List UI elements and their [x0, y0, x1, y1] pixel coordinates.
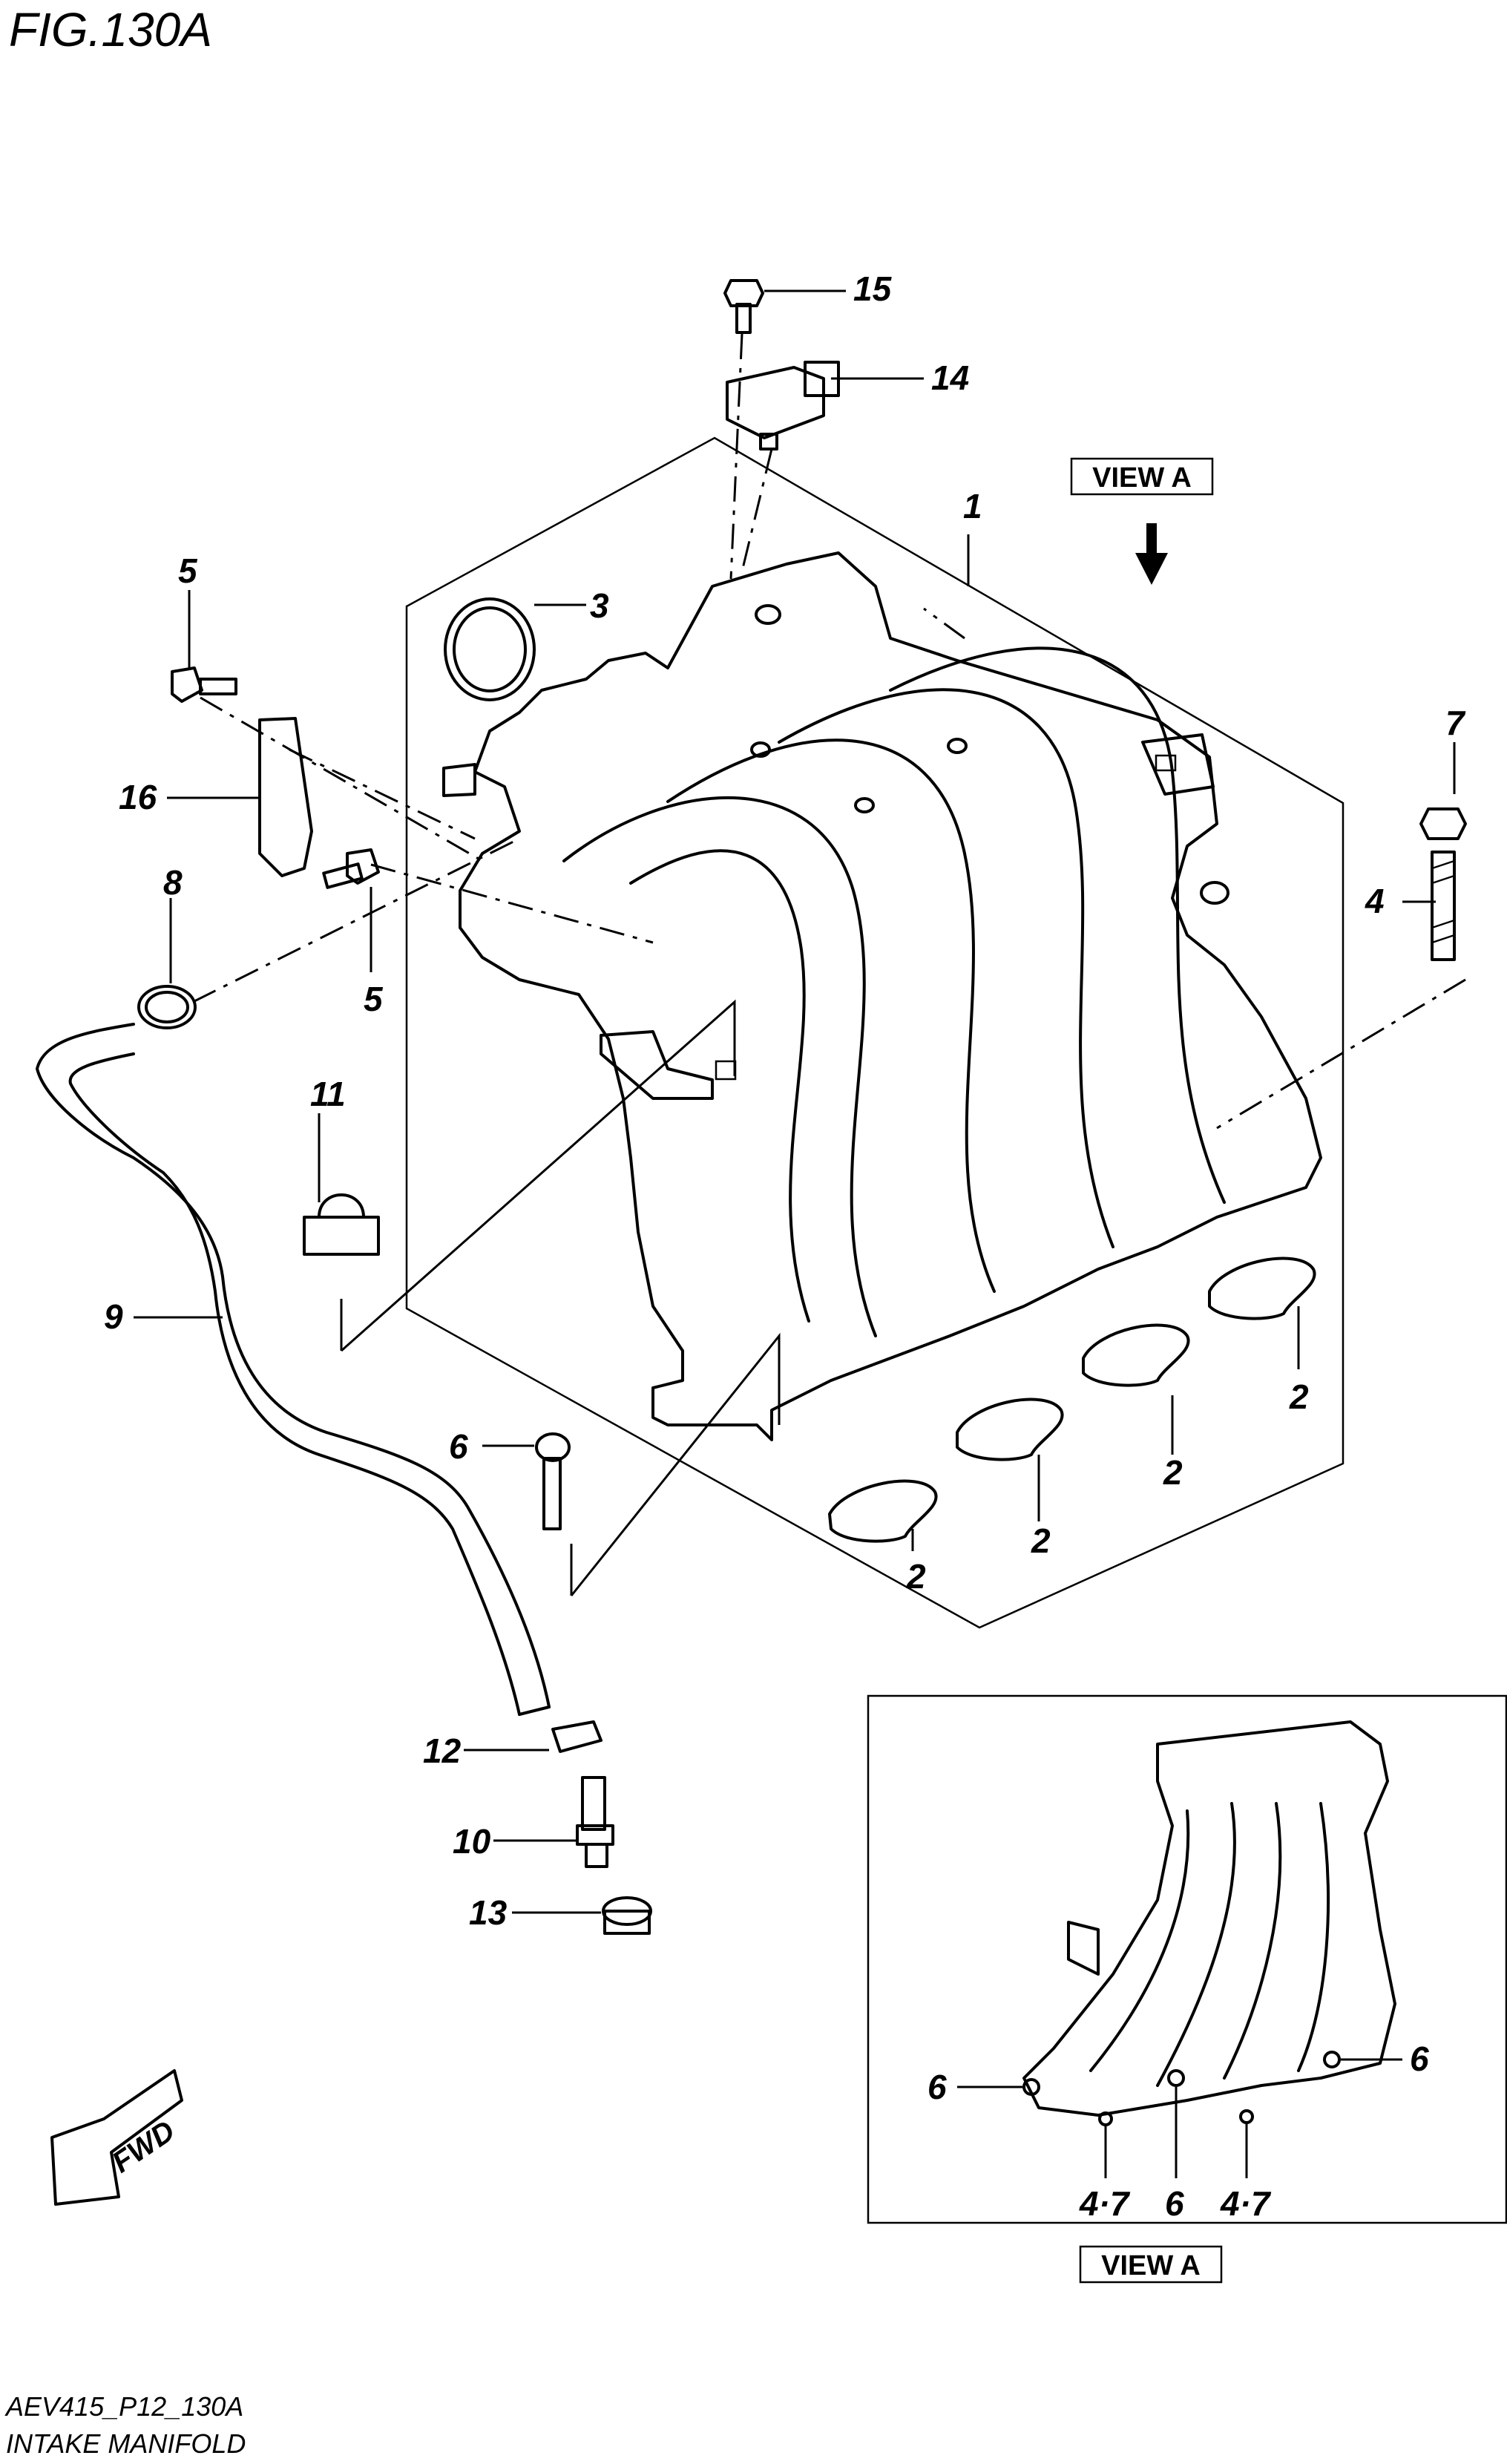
sensor-bolt	[723, 279, 764, 334]
callout-1: 1	[963, 487, 982, 525]
map-sensor	[726, 361, 840, 450]
gasket-2	[956, 1398, 1064, 1461]
footer-name: INTAKE MANIFOLD	[6, 2428, 246, 2459]
callout-8: 8	[163, 863, 183, 902]
bracket	[258, 717, 313, 877]
view-a-text-top: VIEW A	[1092, 462, 1192, 494]
view-arrow-icon	[1135, 523, 1168, 585]
bolt-5-top	[171, 666, 237, 703]
callout-16: 16	[119, 778, 157, 816]
callout-6: 6	[449, 1427, 468, 1466]
callout-numbers: 15 14 1 3 5 16 8 5 11 9 7 4 2 2 2 2 6 12…	[104, 269, 1466, 1932]
view-a-text-bottom: VIEW A	[1101, 2250, 1201, 2281]
inset-callout-6-mid: 6	[1165, 2184, 1184, 2223]
hose-clip	[303, 1193, 380, 1256]
callout-5-lower: 5	[364, 980, 384, 1018]
callout-2-d: 2	[906, 1557, 926, 1596]
inset-callout-6-left: 6	[927, 2068, 947, 2106]
callout-12: 12	[423, 1731, 462, 1770]
gasket-group	[828, 1256, 1316, 1543]
callout-13: 13	[469, 1893, 508, 1932]
callout-5-top: 5	[178, 551, 198, 590]
view-a-label-top: VIEW A	[1070, 457, 1214, 496]
o-ring	[444, 597, 536, 701]
view-a-inset: 6 6 6 4·7 4·7	[867, 1694, 1507, 2224]
fwd-arrow-icon: FWD	[50, 2069, 183, 2206]
leader-lines	[134, 289, 1456, 1914]
intake-manifold-body	[442, 551, 1322, 1441]
pcv-valve	[576, 1776, 614, 1868]
inset-callout-47-right: 4·7	[1220, 2184, 1272, 2223]
bolt-5-lower	[322, 848, 380, 889]
callout-7: 7	[1445, 704, 1466, 742]
small-clamp	[551, 1720, 603, 1753]
callout-11: 11	[310, 1075, 346, 1113]
callout-2-c: 2	[1031, 1521, 1051, 1560]
hose-clamp	[137, 985, 197, 1029]
callout-2-b: 2	[1163, 1453, 1183, 1492]
gasket-3	[1082, 1323, 1190, 1387]
grommet	[602, 1896, 652, 1935]
gasket-1	[828, 1479, 938, 1543]
footer-code: AEV415_P12_130A	[4, 2391, 243, 2422]
guide-lines	[340, 999, 781, 1596]
gasket-4	[1208, 1256, 1316, 1320]
stud-and-nut	[1419, 807, 1467, 961]
inset-callout-6-right: 6	[1410, 2039, 1429, 2078]
alignment-lines	[192, 333, 1466, 1130]
inset-callout-47-left: 4·7	[1079, 2184, 1131, 2223]
figure-title: FIG.130A	[9, 3, 212, 56]
bolt-6	[535, 1432, 571, 1530]
callout-10: 10	[453, 1822, 491, 1861]
callout-14: 14	[931, 358, 969, 397]
callout-4: 4	[1365, 882, 1385, 920]
fwd-label: FWD	[106, 2114, 180, 2179]
callout-2-a: 2	[1289, 1377, 1309, 1416]
callout-3: 3	[590, 586, 609, 625]
callout-9: 9	[104, 1297, 123, 1336]
explode-frame	[405, 436, 1345, 1629]
callout-15: 15	[853, 269, 893, 308]
hose	[36, 1023, 551, 1716]
view-a-label-bottom: VIEW A	[1079, 2245, 1223, 2284]
